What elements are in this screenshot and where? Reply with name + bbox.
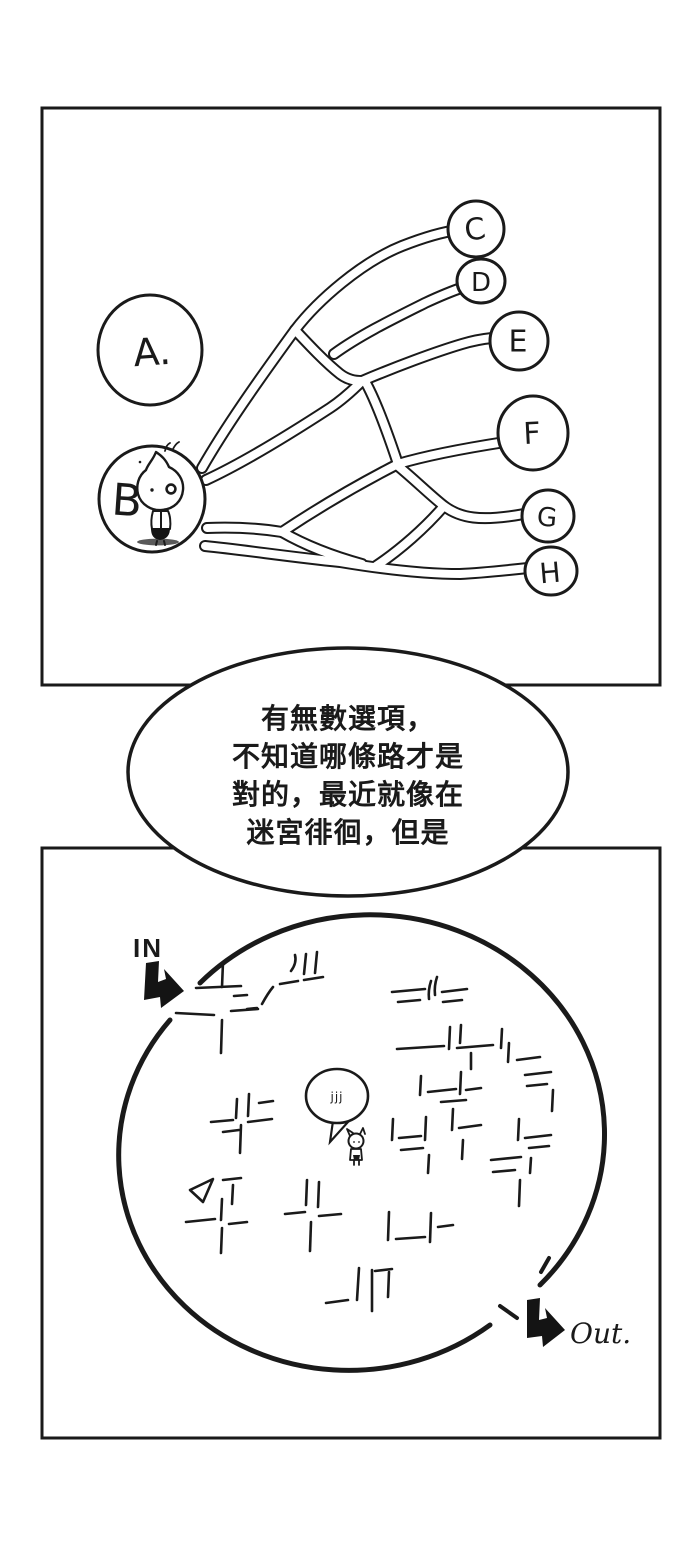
- node-label-f: F: [522, 416, 541, 452]
- node-circle-b: [97, 444, 207, 554]
- character-head: [347, 1132, 365, 1150]
- sweat-marks-icon: [164, 441, 180, 452]
- node-circle-e: [488, 310, 550, 372]
- sweat-dot-icon: [138, 460, 142, 464]
- character-in-circle-b: [136, 441, 185, 546]
- node-circle-c: [446, 199, 506, 259]
- speech-line-3: 對的，最近就像在: [232, 778, 464, 810]
- node-label-g: G: [536, 502, 559, 534]
- character-body: [349, 1148, 363, 1161]
- maze-ring-right-arc: [197, 912, 608, 1288]
- node-circle-f: [496, 394, 570, 472]
- character-pants: [151, 528, 170, 540]
- node-label-h: H: [538, 556, 562, 591]
- node-label-a: A.: [132, 329, 172, 376]
- character-right-eye: [165, 483, 177, 495]
- character-ears: [346, 1127, 366, 1137]
- in-arrow-icon: [144, 961, 184, 1008]
- thought-bubble: [304, 1067, 370, 1125]
- speech-line-4: 迷宮徘徊，但是: [246, 816, 449, 848]
- node-label-c: C: [462, 211, 488, 249]
- maze-wall-marks: [174, 950, 555, 1313]
- maze-ring-dash-2: [539, 1256, 551, 1274]
- maze-center-character: jjj: [304, 1067, 370, 1166]
- maze-ring-dash-1: [498, 1304, 519, 1320]
- node-circle-h: [523, 545, 579, 597]
- character-body: [150, 510, 172, 530]
- character-head: [136, 450, 185, 512]
- thought-bubble-text: jjj: [329, 1090, 343, 1104]
- character-eye-left: [353, 1141, 355, 1143]
- speech-line-2: 不知道哪條路才是: [232, 740, 464, 772]
- character-pants: [353, 1155, 360, 1160]
- character-feet: [155, 540, 166, 546]
- in-label: IN: [133, 933, 163, 963]
- character-shadow: [137, 538, 179, 546]
- character-eye-right: [358, 1141, 360, 1143]
- character-feet: [353, 1159, 360, 1166]
- speech-line-1: 有無數選項，: [261, 703, 435, 734]
- character-left-eye: [150, 488, 154, 492]
- node-circle-a: [96, 293, 204, 407]
- node-label-d: D: [471, 268, 491, 298]
- speech-bubble: [126, 646, 570, 898]
- node-label-e: E: [509, 325, 528, 360]
- maze-ring-left-arc: [116, 1017, 493, 1373]
- out-arrow-icon: [527, 1298, 565, 1347]
- node-circle-g: [520, 488, 576, 544]
- node-circle-d: [455, 257, 507, 305]
- out-label: Out.: [570, 1317, 631, 1350]
